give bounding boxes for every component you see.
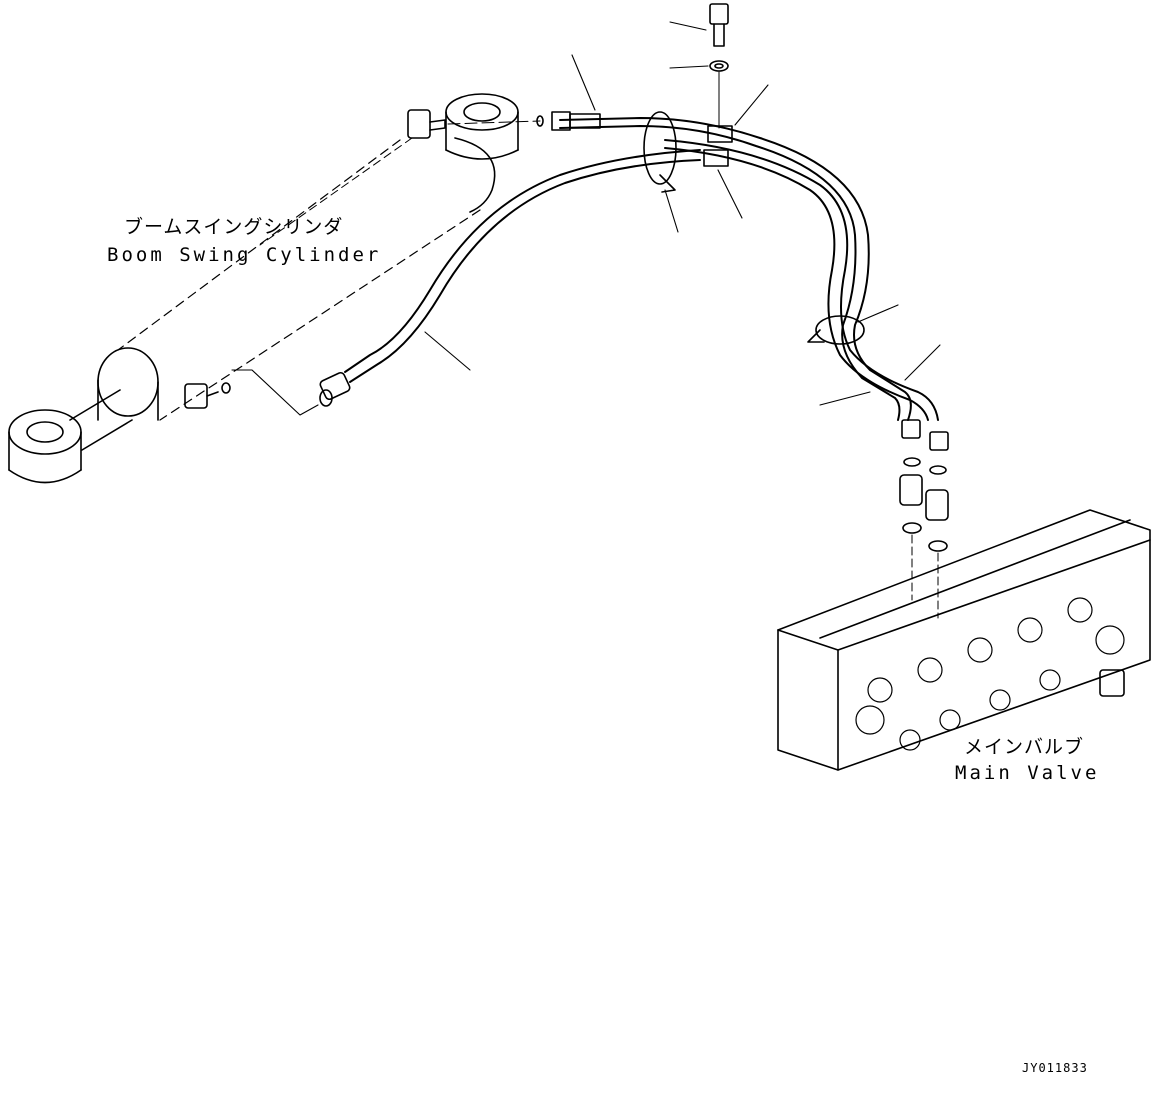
boom-swing-cylinder <box>8 93 544 484</box>
clamp-assembly <box>643 3 865 345</box>
valve-fittings <box>899 419 949 619</box>
leader-lines <box>424 21 941 406</box>
hose-lower-right <box>664 139 939 421</box>
valve-label-en: Main Valve <box>955 762 1100 784</box>
main-valve <box>777 509 1151 771</box>
hose-to-cylinder <box>319 149 701 407</box>
drawing-code: JY011833 <box>1022 1061 1088 1075</box>
cylinder-label-jp: ブームスイングシリンダ <box>124 216 344 238</box>
hose-upper <box>551 111 912 421</box>
valve-label-jp: メインバルブ <box>964 736 1085 758</box>
cylinder-label-en: Boom Swing Cylinder <box>107 244 382 266</box>
